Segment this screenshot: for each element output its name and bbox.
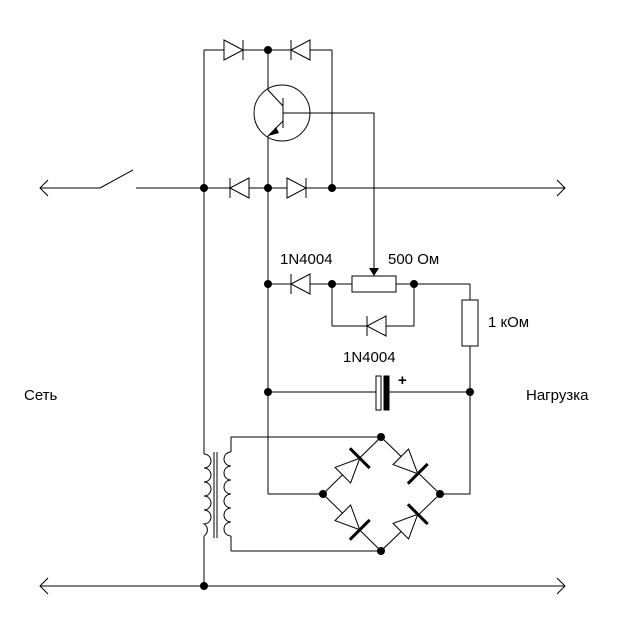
- diode-bottom-label: 1N4004: [343, 349, 396, 366]
- transistor: [253, 50, 311, 188]
- pot-wiper-arrow: [369, 268, 379, 276]
- mains-switch: [99, 169, 134, 189]
- capacitor-polarity-label: +: [398, 372, 407, 389]
- bus-diode-left: [229, 177, 250, 199]
- potentiometer-500: [351, 275, 397, 293]
- electrolytic-capacitor: [375, 375, 390, 411]
- diode-1n4004-top: [290, 273, 311, 295]
- top-right-diode: [290, 39, 311, 61]
- load-label: Нагрузка: [526, 387, 589, 404]
- transistor-base-wire: [283, 112, 375, 270]
- junction-dots: [200, 46, 474, 590]
- resistor-1k: [461, 299, 479, 347]
- pot-label: 500 Ом: [388, 251, 439, 268]
- mains-label: Сеть: [24, 387, 58, 404]
- diode-top-label: 1N4004: [280, 251, 333, 268]
- top-left-diode: [223, 39, 244, 61]
- transformer: [202, 451, 232, 538]
- diode-1n4004-bottom: [366, 315, 387, 337]
- center-vertical-wire: [267, 188, 323, 495]
- bus-diode-right: [286, 177, 307, 199]
- bottom-bus-wire: [39, 577, 566, 595]
- pot-network-wire: [268, 283, 471, 495]
- resistor-label: 1 кОм: [488, 314, 529, 331]
